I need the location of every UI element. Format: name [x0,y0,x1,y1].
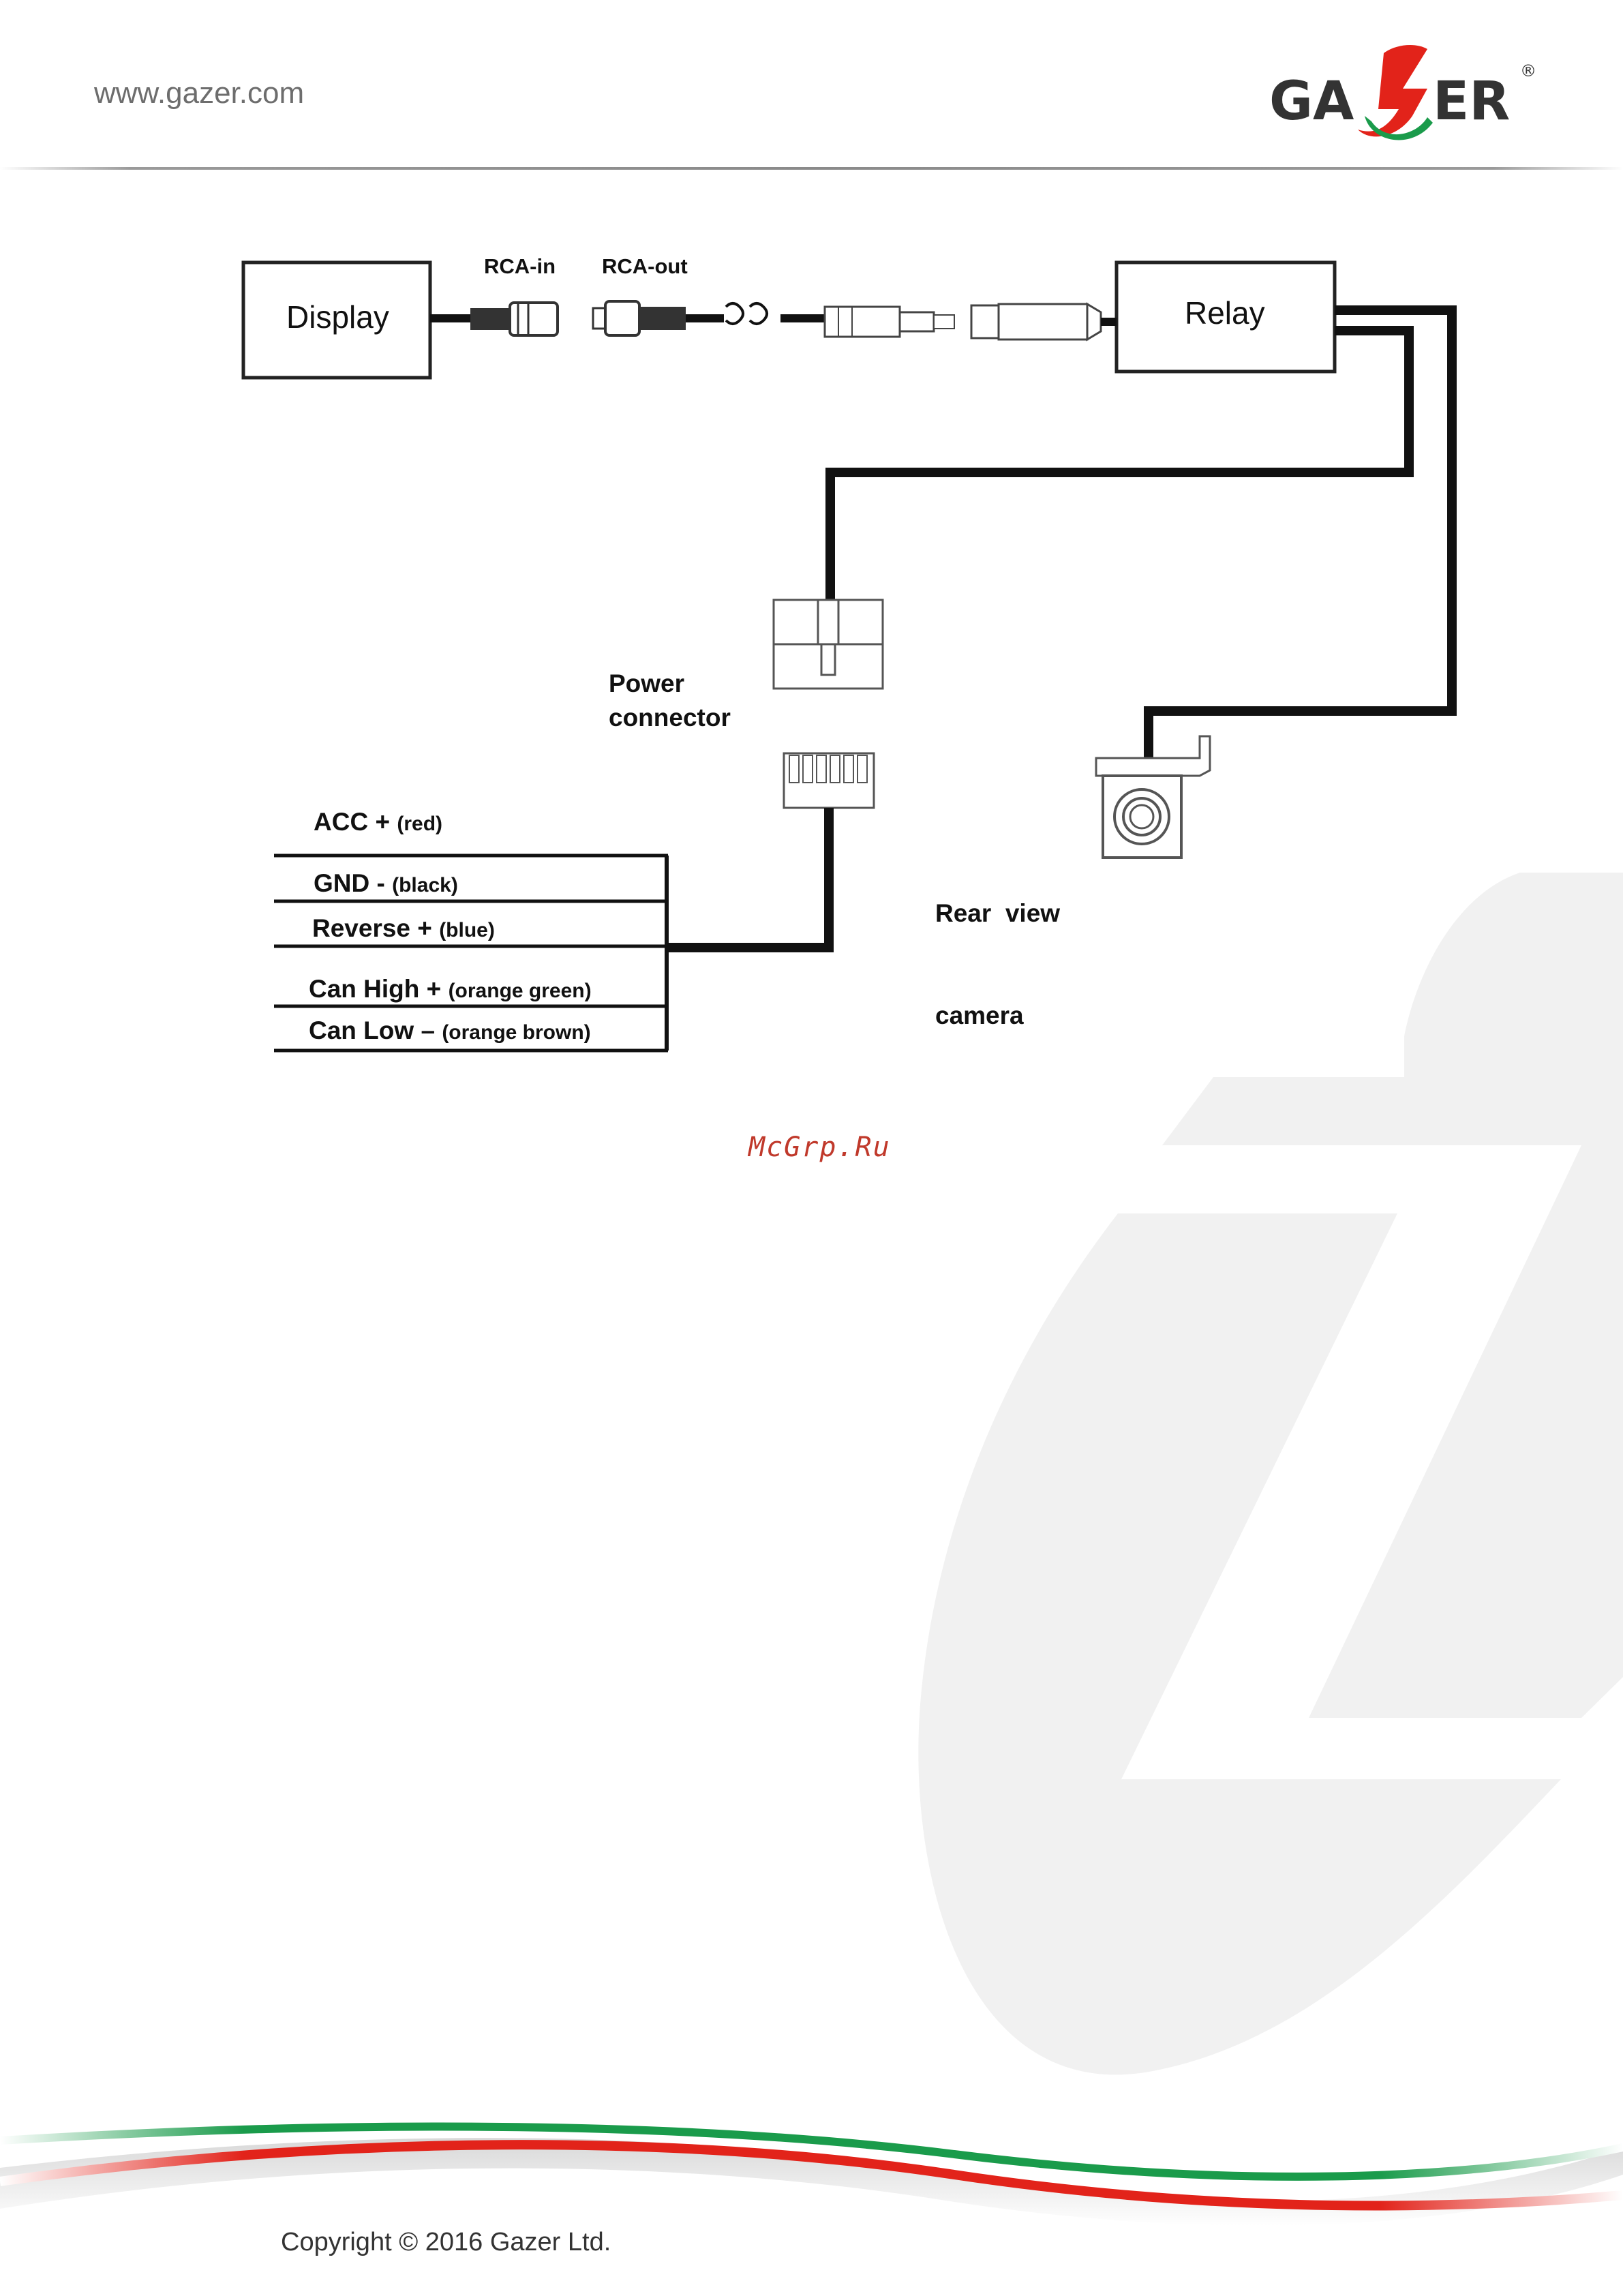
wire-name: ACC + [314,808,390,836]
power-connector-label: Power connector [609,667,731,735]
wire-label-can-low: Can Low – (orange brown) [309,1016,591,1045]
site-watermark: McGrp.Ru [748,1132,891,1163]
wire-name: Can Low – [309,1016,435,1044]
rca-in-label: RCA-in [484,254,556,279]
wire-label-reverse: Reverse + (blue) [312,914,495,943]
rca-out-label: RCA-out [602,254,688,279]
power-connector-label-line2: connector [609,701,731,735]
wire-color-note: (orange green) [449,980,592,1002]
power-connector-male [784,753,874,808]
footer-wave-decoration [0,2100,1623,2296]
wire-color-note: (red) [397,813,442,835]
wire-label-gnd: GND - (black) [314,869,458,898]
display-label: Display [286,299,389,335]
wire-label-acc: ACC + (red) [314,808,442,836]
wire-name: Can High + [309,975,441,1003]
camera-label-line1: Rear view [935,896,1060,931]
wire-color-note: (blue) [439,919,495,941]
power-connector-label-line1: Power [609,667,731,701]
wire-name: GND - [314,869,385,897]
wire-color-note: (black) [392,874,458,896]
copyright-text: Copyright © 2016 Gazer Ltd. [281,2228,611,2257]
power-connector-female [774,600,883,689]
wire-color-note: (orange brown) [442,1021,590,1044]
camera-label: Rear view camera [935,828,1060,1067]
inline-plug-connector [825,304,1101,339]
rca-in-connector [470,303,558,335]
wire-label-can-high: Can High + (orange green) [309,975,592,1003]
relay-label: Relay [1185,294,1265,331]
rca-out-connector [593,301,686,335]
camera-label-line2: camera [935,999,1060,1033]
wire-name: Reverse + [312,914,432,942]
